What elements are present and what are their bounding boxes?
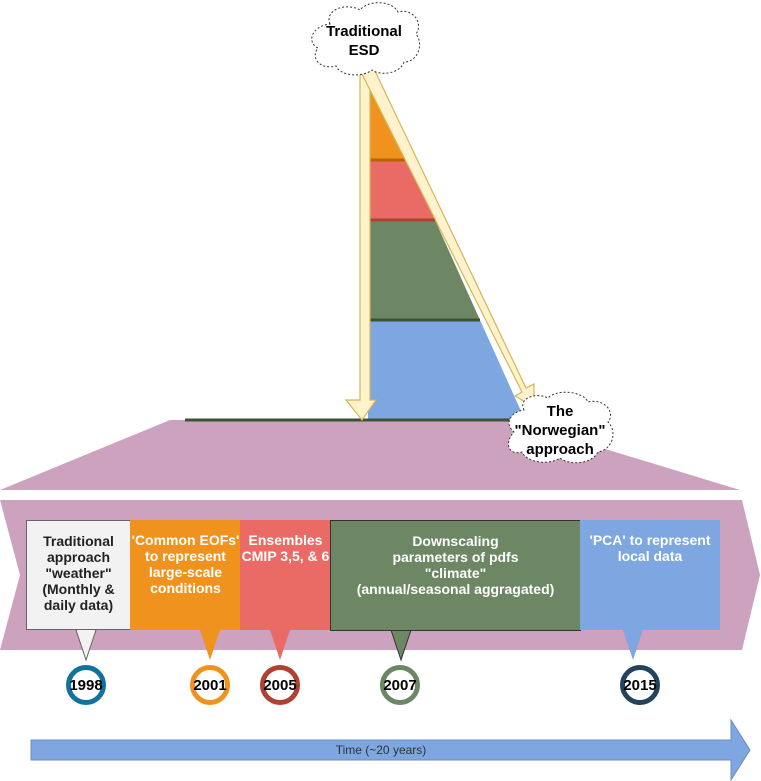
time-arrow [30, 718, 751, 781]
time-axis-label: Time (~20 years) [335, 743, 427, 757]
purple-trapezoid [0, 420, 740, 490]
year-2007: 2007 [380, 665, 420, 705]
box-pca: 'PCA' to represent local data [580, 520, 720, 630]
year-1998: 1998 [66, 665, 106, 705]
wedge-red [368, 160, 435, 220]
pointer-2001 [200, 630, 220, 660]
traditional-esd-label: Traditional ESD [326, 23, 402, 59]
box-ensembles: Ensembles CMIP 3,5, & 6 [240, 520, 331, 630]
box-downscaling: Downscaling parameters of pdfs "climate"… [330, 520, 581, 631]
wedge-blue [368, 320, 525, 420]
year-2015: 2015 [620, 665, 660, 705]
box-common-eofs: 'Common EOFs' to represent large-scale c… [130, 520, 241, 630]
box-traditional-approach: Traditional approach "weather" (Monthly … [26, 520, 131, 630]
year-2005: 2005 [260, 665, 300, 705]
pointer-2015 [623, 630, 643, 660]
traditional-arrow [344, 71, 378, 422]
traditional-esd-cloud [311, 2, 420, 76]
pointer-2005 [270, 630, 290, 660]
year-2001: 2001 [190, 665, 230, 705]
norwegian-approach-cloud [507, 391, 614, 464]
norwegian-approach-label: The "Norwegian" approach [514, 403, 606, 458]
wedge-green [368, 220, 480, 320]
